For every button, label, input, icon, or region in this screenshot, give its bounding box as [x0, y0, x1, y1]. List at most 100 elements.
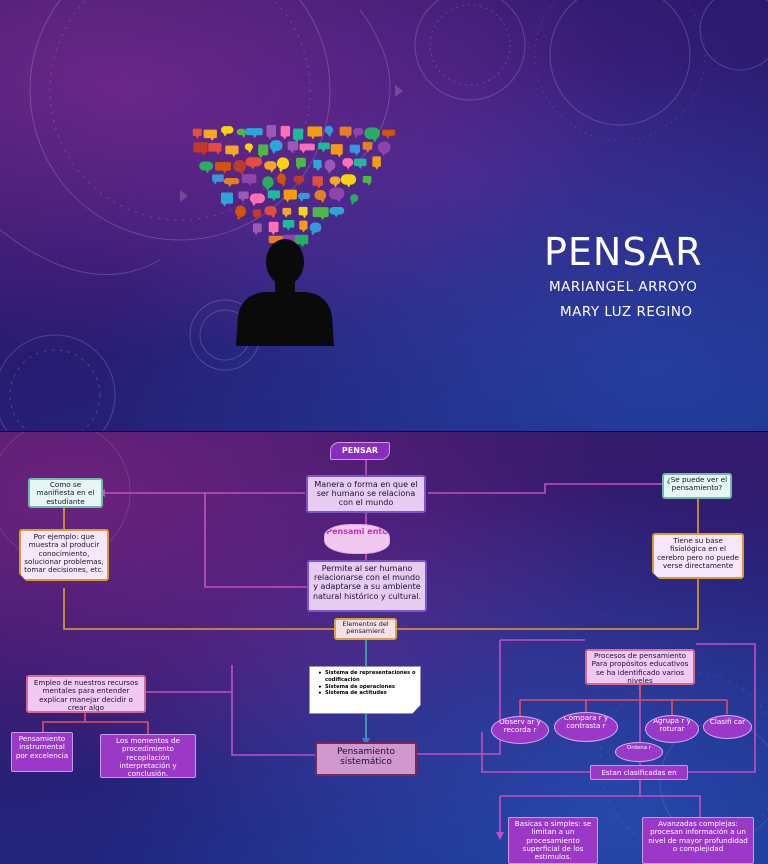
advanced-thinking-box: Avanzadas complejas: procesan informació… — [642, 817, 754, 864]
speech-bubble-tail — [299, 198, 304, 202]
speech-bubble — [364, 127, 380, 140]
map-header-pensar: PENSAR — [330, 442, 390, 460]
speech-bubble-tail — [267, 136, 272, 140]
speech-bubble — [252, 223, 262, 233]
speech-bubble — [262, 176, 274, 189]
speech-bubble-tail — [210, 137, 215, 142]
group-label-oval: Agrupa r y roturar — [645, 715, 699, 743]
speech-bubble-tail — [213, 181, 218, 185]
purpose-text: Permite al ser humano relacionarse con e… — [312, 564, 422, 601]
speech-bubble-tail — [300, 243, 305, 248]
speech-bubble-tail — [222, 203, 227, 207]
elements-list-item: Sistema de representaciones o codificaci… — [318, 670, 416, 684]
speech-bubble-tail — [252, 134, 257, 139]
speech-bubble-tail — [281, 183, 286, 187]
speech-bubble — [258, 144, 269, 156]
mental-resources-box: Empleo de nuestros recursos mentales par… — [26, 675, 146, 713]
speech-bubble — [193, 142, 208, 153]
speech-bubble — [203, 129, 217, 139]
elements-list-item: Sistema de operaciones — [318, 684, 416, 692]
speech-bubble-tail — [201, 152, 206, 156]
speech-bubble — [328, 187, 345, 200]
definition-text: Manera o forma en que el ser humano se r… — [314, 480, 418, 508]
speech-bubble — [382, 129, 396, 136]
speech-bubble-tail — [205, 169, 210, 174]
oval-label: Agrupa r y roturar — [653, 716, 691, 734]
speech-bubble — [330, 144, 343, 155]
manifest-answer-note: Por ejemplo: que muestra al producir con… — [19, 529, 109, 581]
speech-bubble — [241, 174, 257, 184]
speech-bubble-tail — [311, 232, 316, 236]
speech-bubble — [307, 126, 323, 137]
speech-bubble — [295, 234, 309, 245]
oval-label: Clasifi car — [709, 717, 746, 726]
speech-bubble — [233, 160, 247, 173]
instrumental-thinking-box: Pensamiento instrumental por excelencia — [11, 732, 73, 772]
speech-bubble — [220, 192, 234, 204]
speech-bubble-tail — [365, 149, 370, 153]
speech-bubble-tail — [216, 151, 221, 155]
speech-bubble — [225, 145, 239, 155]
speech-bubble-tail — [385, 135, 390, 139]
speech-bubble — [312, 207, 329, 218]
speech-bubble-tail — [290, 149, 295, 154]
speech-bubble-tail — [336, 198, 341, 203]
basic-thinking-box: Basicas o simples: se limitan a un proce… — [508, 817, 598, 864]
speech-bubble-tail — [381, 152, 386, 157]
visible-question-box: ¿Se puede ver el pensamiento? — [662, 473, 732, 499]
speech-bubble-tail — [251, 202, 256, 207]
speech-bubble-tail — [366, 182, 371, 186]
oval-label: Ordena r — [626, 745, 652, 751]
speech-bubble-tail — [223, 133, 228, 137]
speech-bubble-tail — [333, 184, 338, 188]
speech-bubble-tail — [316, 185, 321, 189]
speech-bubble — [192, 128, 202, 137]
speech-bubble-tail — [286, 227, 291, 231]
map-header-label: PENSAR — [341, 446, 379, 455]
speech-bubble — [220, 126, 234, 134]
speech-bubble — [287, 141, 299, 151]
thought-cloud-text: Pensami ento — [326, 527, 388, 536]
speech-bubble — [276, 157, 290, 170]
advanced-thinking-text: Avanzadas complejas: procesan informació… — [648, 819, 748, 853]
elements-list-item: Sistema de actitudes — [318, 690, 416, 698]
speech-bubble-tail — [239, 171, 244, 176]
speech-bubble — [293, 128, 304, 140]
speech-bubble — [297, 192, 311, 199]
speech-bubble — [280, 125, 291, 137]
speech-bubble — [372, 156, 381, 167]
speech-bubble — [350, 194, 359, 202]
speech-bubble-tail — [241, 134, 246, 139]
presentation-title: PENSAR — [544, 230, 703, 274]
speech-bubble — [246, 128, 263, 136]
mental-resources-text: Empleo de nuestros recursos mentales par… — [33, 678, 139, 712]
speech-bubble — [340, 174, 357, 185]
speech-bubble — [269, 140, 283, 152]
speech-bubble — [299, 220, 308, 230]
speech-bubble-tail — [294, 139, 299, 143]
speech-bubble — [296, 157, 306, 167]
speech-bubble — [339, 126, 352, 136]
definition-box: Manera o forma en que el ser humano se r… — [306, 475, 426, 513]
speech-bubble-tail — [271, 197, 276, 202]
speech-bubble-tail — [227, 183, 232, 188]
speech-bubble — [252, 209, 262, 217]
speech-bubble-tail — [254, 216, 259, 220]
speech-bubble-tail — [254, 231, 259, 236]
elements-label-box: Elementos del pensamient — [334, 618, 397, 640]
speech-bubble-tail — [372, 138, 377, 143]
speech-bubbles-cloud — [192, 124, 396, 248]
observe-recall-oval: Observ ar y recorda r — [491, 716, 549, 744]
speech-bubble — [283, 189, 297, 200]
speech-bubble-tail — [285, 199, 290, 203]
speech-bubble-tail — [195, 135, 200, 140]
speech-bubble — [324, 159, 336, 171]
speech-bubble — [354, 158, 367, 167]
speech-bubble-tail — [248, 182, 253, 187]
instrumental-thinking-text: Pensamiento instrumental por excelencia — [15, 734, 69, 760]
visible-answer-note: Tiene su base fisiológica en el cerebro … — [652, 533, 744, 579]
speech-bubble — [329, 206, 345, 215]
systematic-thinking-text: Pensamiento sistemático — [336, 747, 396, 768]
speech-bubble — [235, 205, 246, 218]
speech-bubble — [214, 162, 231, 171]
